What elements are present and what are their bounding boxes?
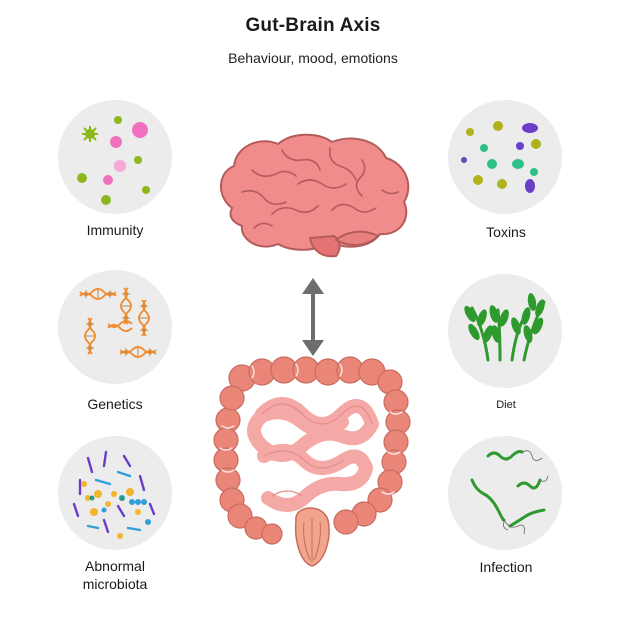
wheat-icon [464,293,546,362]
page-subtitle: Behaviour, mood, emotions [228,50,398,66]
bacteria-icon [72,450,156,539]
microbiota-label-line2: microbiota [82,576,148,592]
toxins-circle [448,100,562,214]
immunity-circle [58,100,172,214]
page-title: Gut-Brain Axis [245,15,381,36]
microbiota-label: Abnormal microbiota [45,557,185,593]
toxins-icon [461,121,541,193]
diet-label: Diet [496,399,516,411]
brain-icon [220,133,410,258]
microbiota-circle [58,436,172,550]
toxins-label: Toxins [486,224,526,240]
immune-cells-icon [77,116,150,205]
microbiota-label-line1: Abnormal [85,558,145,574]
infection-circle [448,436,562,550]
genetics-circle [58,270,172,384]
pathogen-icon [470,450,549,535]
infection-label: Infection [479,559,533,575]
diet-circle [448,274,562,388]
genetics-label: Genetics [87,396,143,412]
bidirectional-arrow-icon [302,278,324,356]
dna-icon [79,287,157,358]
immunity-label: Immunity [86,222,144,238]
intestine-icon [213,356,411,567]
